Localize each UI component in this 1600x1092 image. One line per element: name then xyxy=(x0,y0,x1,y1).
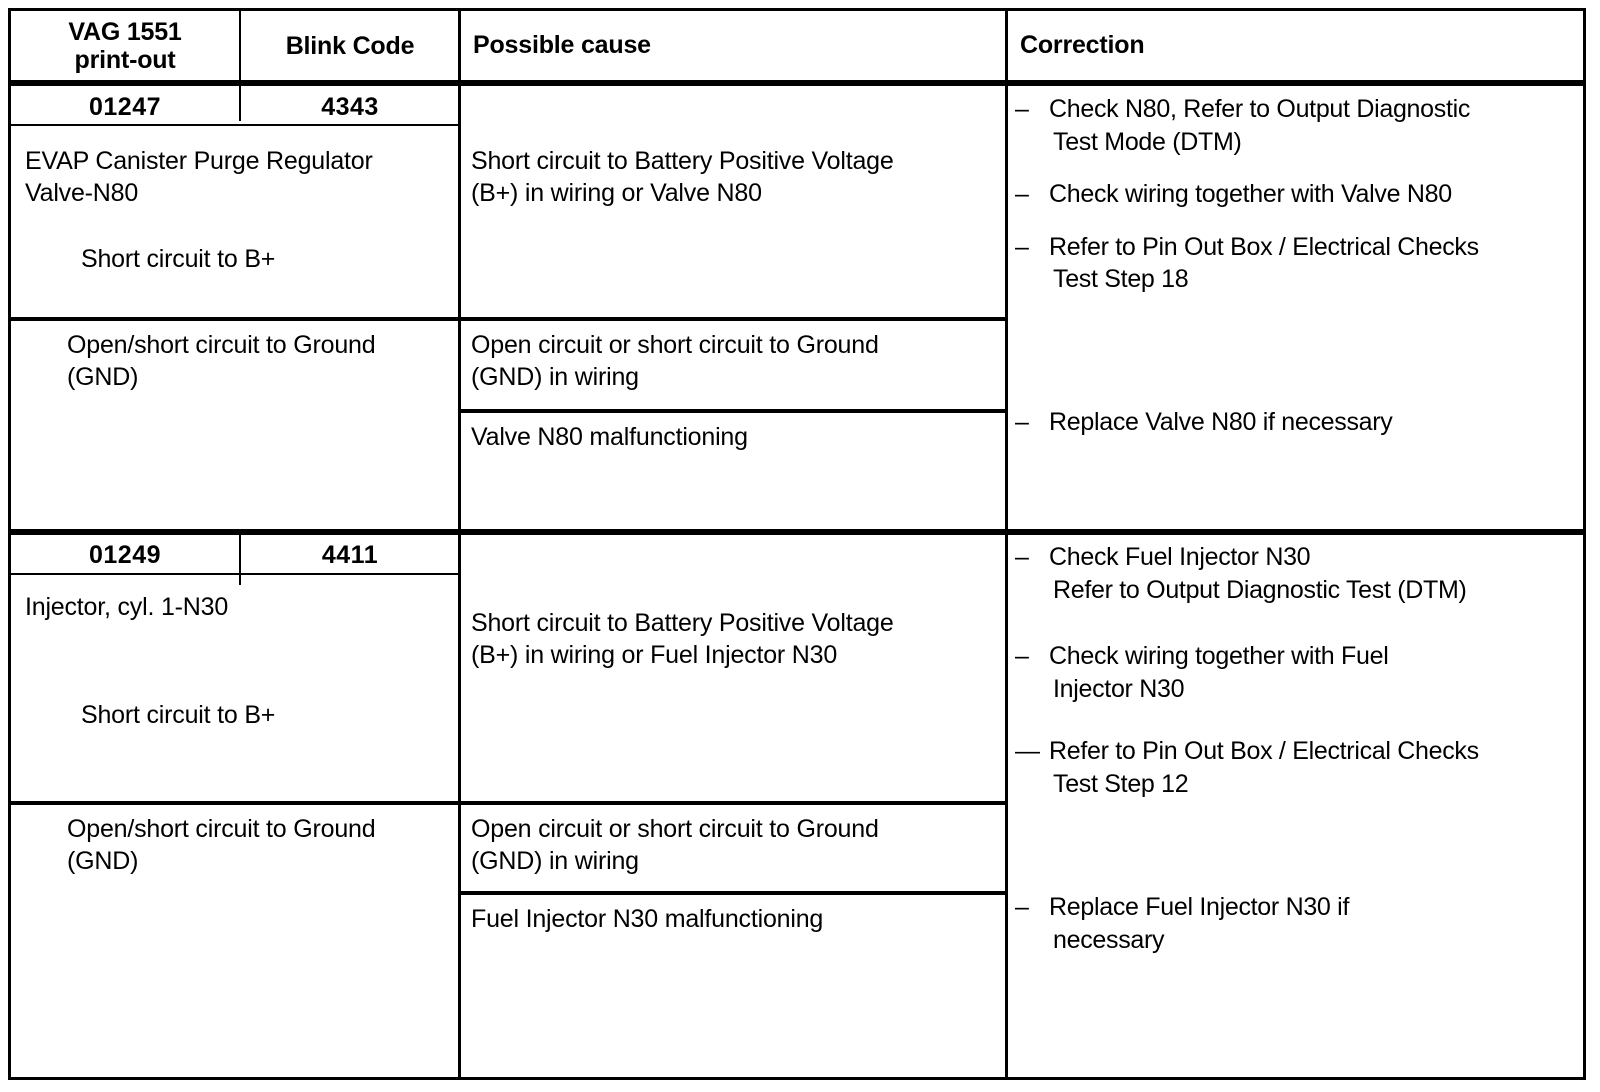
block-1-correction-b-1: – Replace Valve N80 if necessary xyxy=(1015,406,1583,439)
block-1-fault-b-line2: (GND) xyxy=(67,363,139,391)
bullet-dash-icon: – xyxy=(1015,95,1029,123)
header-correction-label: Correction xyxy=(1020,31,1145,59)
bullet-dash-icon: – xyxy=(1015,642,1029,670)
block-2-fault-b-line2: (GND) xyxy=(67,847,139,875)
block-2-code-row-bottom-rule xyxy=(11,573,458,575)
block-2-correction-a-1: – Check Fuel Injector N30 Refer to Outpu… xyxy=(1015,541,1587,606)
block-2-correction-a-2-text: Check wiring together with Fuel xyxy=(1049,642,1389,670)
header-vag-printout-line2: print-out xyxy=(74,45,176,74)
block-1-cause-b-line2: (GND) in wiring xyxy=(471,363,639,391)
block-separator-rule xyxy=(11,529,1583,535)
block-1-fault-b-cell: Open/short circuit to Ground (GND) xyxy=(67,329,452,393)
column-rule-vag-blink xyxy=(239,11,241,121)
block-1-cause-a-cell: Short circuit to Battery Positive Voltag… xyxy=(471,145,991,209)
bullet-dash-icon: — xyxy=(1015,737,1040,765)
block-1-component-line1: EVAP Canister Purge Regulator xyxy=(25,147,373,175)
block-1-correction-a-3: – Refer to Pin Out Box / Electrical Chec… xyxy=(1015,231,1583,296)
block-2-corrections-a: – Check Fuel Injector N30 Refer to Outpu… xyxy=(1015,541,1587,800)
header-vag-printout-line1: VAG 1551 xyxy=(68,17,182,46)
block-1-correction-a-3-text: Refer to Pin Out Box / Electrical Checks xyxy=(1049,232,1479,261)
block-2-correction-a-1-sub: Refer to Output Diagnostic Test (DTM) xyxy=(1053,575,1467,604)
spacer xyxy=(25,209,450,243)
header-bottom-rule xyxy=(11,80,1583,86)
block-1-cause-b-cell: Open circuit or short circuit to Ground … xyxy=(471,329,991,393)
block-2-correction-b-1-sub: necessary xyxy=(1053,925,1165,954)
block-2-blink-code-value: 4411 xyxy=(321,540,379,569)
spacer xyxy=(471,591,1001,607)
table-header-row: VAG 1551 print-out Blink Code Possible c… xyxy=(11,11,1583,80)
block-2-correction-b-1: – Replace Fuel Injector N30 if necessary xyxy=(1015,891,1583,956)
block-2-blink-code: 4411 xyxy=(242,535,458,575)
spacer xyxy=(25,623,450,683)
block-1-row-divider-2 xyxy=(458,409,1005,413)
bullet-dash-icon: – xyxy=(1015,408,1029,436)
block-2-corrections-b: – Replace Fuel Injector N30 if necessary xyxy=(1015,891,1583,956)
block-1-cause-c-text: Valve N80 malfunctioning xyxy=(471,423,748,451)
header-possible-cause-label: Possible cause xyxy=(473,31,651,59)
block-2-correction-a-3-sub: Test Step 12 xyxy=(1053,769,1189,798)
column-rule-vag-blink-2 xyxy=(239,533,241,585)
block-2-cause-b-line2: (GND) in wiring xyxy=(471,847,639,875)
column-rule-cause-correction xyxy=(1005,11,1008,1077)
block-2-cause-a-cell: Short circuit to Battery Positive Voltag… xyxy=(471,591,1001,671)
bullet-dash-icon: – xyxy=(1015,232,1029,261)
block-1-cause-a-line2: (B+) in wiring or Valve N80 xyxy=(471,179,762,207)
block-2-component-line1: Injector, cyl. 1-N30 xyxy=(25,593,229,621)
block-1-correction-b-1-text: Replace Valve N80 if necessary xyxy=(1049,408,1393,436)
block-1-correction-a-1-sub: Test Mode (DTM) xyxy=(1053,127,1242,156)
block-1-correction-a-2-text: Check wiring together with Valve N80 xyxy=(1049,180,1452,208)
header-vag-printout: VAG 1551 print-out xyxy=(11,11,239,80)
block-2-cause-a-line1: Short circuit to Battery Positive Voltag… xyxy=(471,609,894,637)
header-blink-code-label: Blink Code xyxy=(285,31,415,60)
block-1-corrections-b: – Replace Valve N80 if necessary xyxy=(1015,406,1583,439)
column-rule-blink-cause xyxy=(458,11,461,1077)
block-2-correction-a-3: — Refer to Pin Out Box / Electrical Chec… xyxy=(1015,735,1587,800)
block-1-code-row-bottom-rule xyxy=(11,124,458,126)
fault-code-table: VAG 1551 print-out Blink Code Possible c… xyxy=(8,8,1586,1080)
spacer xyxy=(25,683,450,699)
block-2-cause-b-cell: Open circuit or short circuit to Ground … xyxy=(471,813,1001,877)
block-1-printout-code: 01247 xyxy=(11,87,239,127)
block-2-fault-b-line1: Open/short circuit to Ground xyxy=(67,815,376,843)
block-1-component-line2: Valve-N80 xyxy=(25,179,139,207)
block-2-cause-b-line1: Open circuit or short circuit to Ground xyxy=(471,815,879,843)
block-1-cause-a-line1: Short circuit to Battery Positive Voltag… xyxy=(471,147,894,175)
block-2-cause-c-cell: Fuel Injector N30 malfunctioning xyxy=(471,903,1001,935)
block-1-fault-b-line1: Open/short circuit to Ground xyxy=(67,331,376,359)
bullet-dash-icon: – xyxy=(1015,893,1029,921)
block-2-row-divider-1 xyxy=(11,801,1005,805)
block-2-correction-b-1-text: Replace Fuel Injector N30 if xyxy=(1049,893,1350,921)
block-2-cause-c-text: Fuel Injector N30 malfunctioning xyxy=(471,905,824,933)
block-2-correction-a-2: – Check wiring together with Fuel Inject… xyxy=(1015,640,1587,705)
block-1-row-divider-1 xyxy=(11,317,1005,321)
block-2-correction-a-1-text: Check Fuel Injector N30 xyxy=(1049,543,1311,571)
block-1-correction-a-1-text: Check N80, Refer to Output Diagnostic xyxy=(1049,95,1471,123)
block-2-printout-code: 01249 xyxy=(11,535,239,575)
block-1-corrections-a: – Check N80, Refer to Output Diagnostic … xyxy=(1015,93,1583,296)
header-blink-code: Blink Code xyxy=(242,11,458,80)
block-2-correction-a-2-sub: Injector N30 xyxy=(1053,674,1185,703)
header-correction: Correction xyxy=(1008,11,1598,80)
bullet-dash-icon: – xyxy=(1015,543,1029,571)
block-2-fault-b-cell: Open/short circuit to Ground (GND) xyxy=(67,813,452,877)
header-possible-cause: Possible cause xyxy=(461,11,1017,80)
block-1-blink-code-value: 4343 xyxy=(321,92,379,121)
block-2-fault-a: Short circuit to B+ xyxy=(81,701,276,729)
block-2-printout-code-value: 01249 xyxy=(88,540,162,569)
block-1-fault-a: Short circuit to B+ xyxy=(81,245,276,273)
block-1-component-cell: EVAP Canister Purge Regulator Valve-N80 … xyxy=(25,145,450,275)
block-2-correction-a-3-text: Refer to Pin Out Box / Electrical Checks xyxy=(1049,737,1479,765)
block-2-row-divider-2 xyxy=(458,891,1005,895)
block-1-correction-a-3-sub: Test Step 18 xyxy=(1053,265,1189,293)
bullet-dash-icon: – xyxy=(1015,180,1029,208)
block-1-printout-code-value: 01247 xyxy=(88,92,162,121)
block-1-cause-c-cell: Valve N80 malfunctioning xyxy=(471,421,991,453)
block-1-blink-code: 4343 xyxy=(242,87,458,127)
block-1-correction-a-1: – Check N80, Refer to Output Diagnostic … xyxy=(1015,93,1583,158)
block-2-component-cell: Injector, cyl. 1-N30 Short circuit to B+ xyxy=(25,591,450,731)
block-1-correction-a-2: – Check wiring together with Valve N80 xyxy=(1015,178,1583,211)
block-2-cause-a-line2: (B+) in wiring or Fuel Injector N30 xyxy=(471,641,838,669)
block-1-cause-b-line1: Open circuit or short circuit to Ground xyxy=(471,331,879,359)
